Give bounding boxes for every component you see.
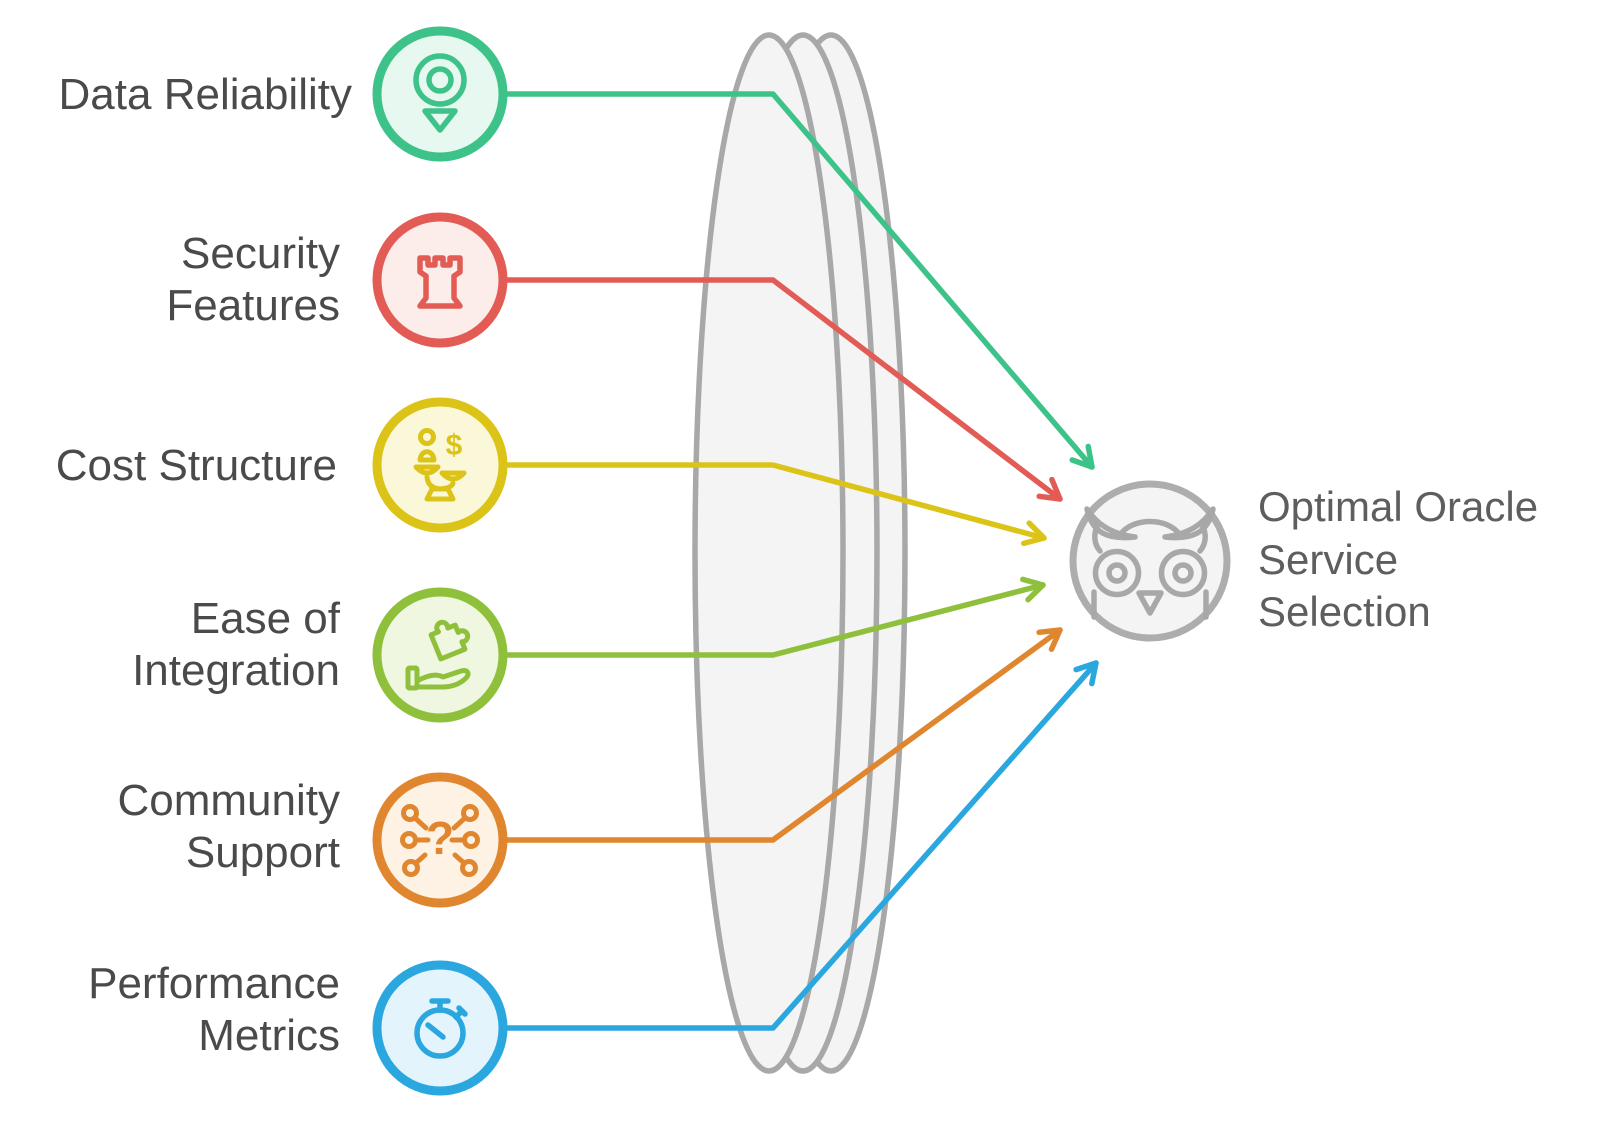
factor-label-security-line2: Features (166, 281, 340, 330)
factor-label-data-reliability: Data Reliability (59, 70, 352, 119)
connector-arrowhead-cost-structure (1020, 520, 1047, 547)
outcome-label-line2: Service (1258, 536, 1398, 583)
factor-label-cost-structure: Cost Structure (56, 441, 337, 490)
owl-right-eye (1158, 548, 1208, 598)
connector-arrowhead-community-support (1036, 627, 1063, 652)
factor-node-cost-structure (372, 397, 508, 533)
owl-right-brow (1197, 522, 1208, 554)
factor-label-security-line1: Security (181, 229, 340, 278)
owl-left-ear-tuft (1084, 506, 1138, 541)
dollar-glyph: $ (446, 429, 463, 462)
network-question-icon: ? (400, 804, 480, 877)
lens (692, 32, 908, 1074)
factor-node-performance-metrics (372, 960, 508, 1096)
owl-icon (1084, 506, 1216, 620)
factor-label-community-line1: Community (118, 776, 341, 825)
factor-label-community-line2: Support (186, 828, 340, 877)
owl-beak (1136, 590, 1164, 616)
owl-left-pupil (1106, 562, 1128, 584)
connector-data-reliability (497, 91, 1095, 470)
question-glyph: ? (426, 812, 454, 864)
owl-head-arc (1117, 518, 1183, 538)
connector-arrowhead-data-reliability (1069, 443, 1095, 470)
stopwatch-icon (414, 998, 468, 1059)
balance-scale-icon: $ (413, 428, 467, 502)
connector-arrowhead-ease-of-integration (1020, 576, 1046, 603)
factor-label-ease-line1: Ease of (191, 594, 341, 643)
factor-label-ease-line2: Integration (132, 646, 340, 695)
connector-arrowhead-performance-metrics (1073, 660, 1099, 687)
connector-security-features (497, 277, 1063, 502)
hand-puzzle-icon (405, 619, 471, 691)
factor-label-performance-line1: Performance (88, 959, 340, 1008)
factor-node-security-features (372, 212, 508, 348)
connector-ease-of-integration (497, 582, 1046, 658)
owl-left-eye (1092, 548, 1142, 598)
connector-arrowhead-security-features (1036, 476, 1063, 502)
outcome-node (1069, 480, 1231, 642)
lens-front-face (692, 32, 846, 1074)
factor-node-data-reliability (372, 26, 508, 162)
connector-community-support (497, 627, 1063, 843)
owl-right-pupil (1172, 562, 1194, 584)
owl-right-ear-tuft (1162, 506, 1216, 541)
factor-label-performance-line2: Metrics (198, 1011, 340, 1060)
castle-tower-icon (417, 255, 463, 309)
location-pin-icon (413, 53, 467, 133)
outcome-label-line1: Optimal Oracle (1258, 483, 1538, 530)
outcome-label-line3: Selection (1258, 588, 1431, 635)
connector-cost-structure (497, 462, 1047, 541)
connector-performance-metrics (497, 660, 1099, 1031)
owl-left-brow (1092, 522, 1103, 554)
